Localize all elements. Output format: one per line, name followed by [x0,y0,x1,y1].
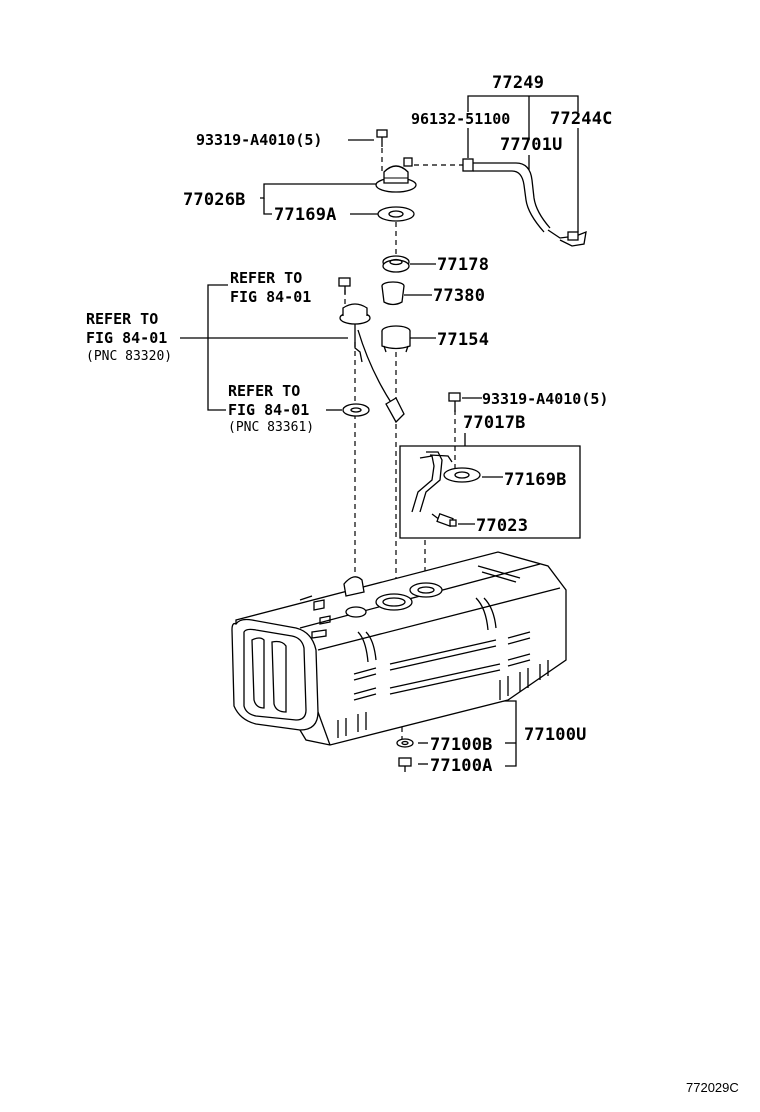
label-77026b[interactable]: 77026B [183,190,246,210]
vent-cap-icon[interactable] [375,157,417,193]
leader-lines [180,95,581,767]
ref3-line2[interactable]: FIG 84-01 [228,401,309,419]
fuel-sender-icon[interactable] [338,277,405,424]
hose-bracket-icon[interactable] [547,229,587,247]
label-bolt-mid[interactable]: 93319-A4010(5) [482,390,608,408]
label-77100b[interactable]: 77100B [430,735,493,755]
label-77023[interactable]: 77023 [476,516,528,536]
bolt-mid-icon[interactable] [448,392,461,412]
washer-77100b-icon[interactable] [396,738,414,748]
label-77178[interactable]: 77178 [437,255,489,275]
sender-gasket-icon[interactable] [342,403,370,417]
ref1-line2[interactable]: FIG 84-01 [230,288,311,306]
label-77100a[interactable]: 77100A [430,756,493,776]
ref2-line3: (PNC 83320) [86,349,172,364]
hose-clamp-icon[interactable] [462,158,551,233]
label-96132-51100[interactable]: 96132-51100 [411,110,510,128]
pipe-assembly-77017b-icon[interactable] [411,451,481,513]
label-77380[interactable]: 77380 [433,286,485,306]
diagram-code: 772029C [686,1080,739,1095]
fuel-tank-icon[interactable] [231,551,567,746]
sensor-77023-icon[interactable] [431,513,457,527]
bolt-top-icon[interactable] [376,129,388,147]
ref3-line3: (PNC 83361) [228,420,314,435]
ring-77178-icon[interactable] [382,255,410,273]
ref3-line1[interactable]: REFER TO [228,382,300,400]
gasket-77169a-icon[interactable] [377,206,415,222]
label-77244c[interactable]: 77244C [550,109,613,129]
label-bolt-top[interactable]: 93319-A4010(5) [196,131,322,149]
label-77100u[interactable]: 77100U [524,725,587,745]
ref2-line1[interactable]: REFER TO [86,310,158,328]
label-77169b[interactable]: 77169B [504,470,567,490]
cup-77380-icon[interactable] [381,281,405,306]
ref1-line1[interactable]: REFER TO [230,269,302,287]
bolt-77100a-icon[interactable] [398,757,412,772]
filler-neck-77154-icon[interactable] [381,325,411,353]
label-77169a[interactable]: 77169A [274,205,337,225]
label-77154[interactable]: 77154 [437,330,489,350]
label-77249[interactable]: 77249 [492,73,544,93]
label-77017b[interactable]: 77017B [463,413,526,433]
ref2-line2[interactable]: FIG 84-01 [86,329,167,347]
label-77701u[interactable]: 77701U [500,135,563,155]
